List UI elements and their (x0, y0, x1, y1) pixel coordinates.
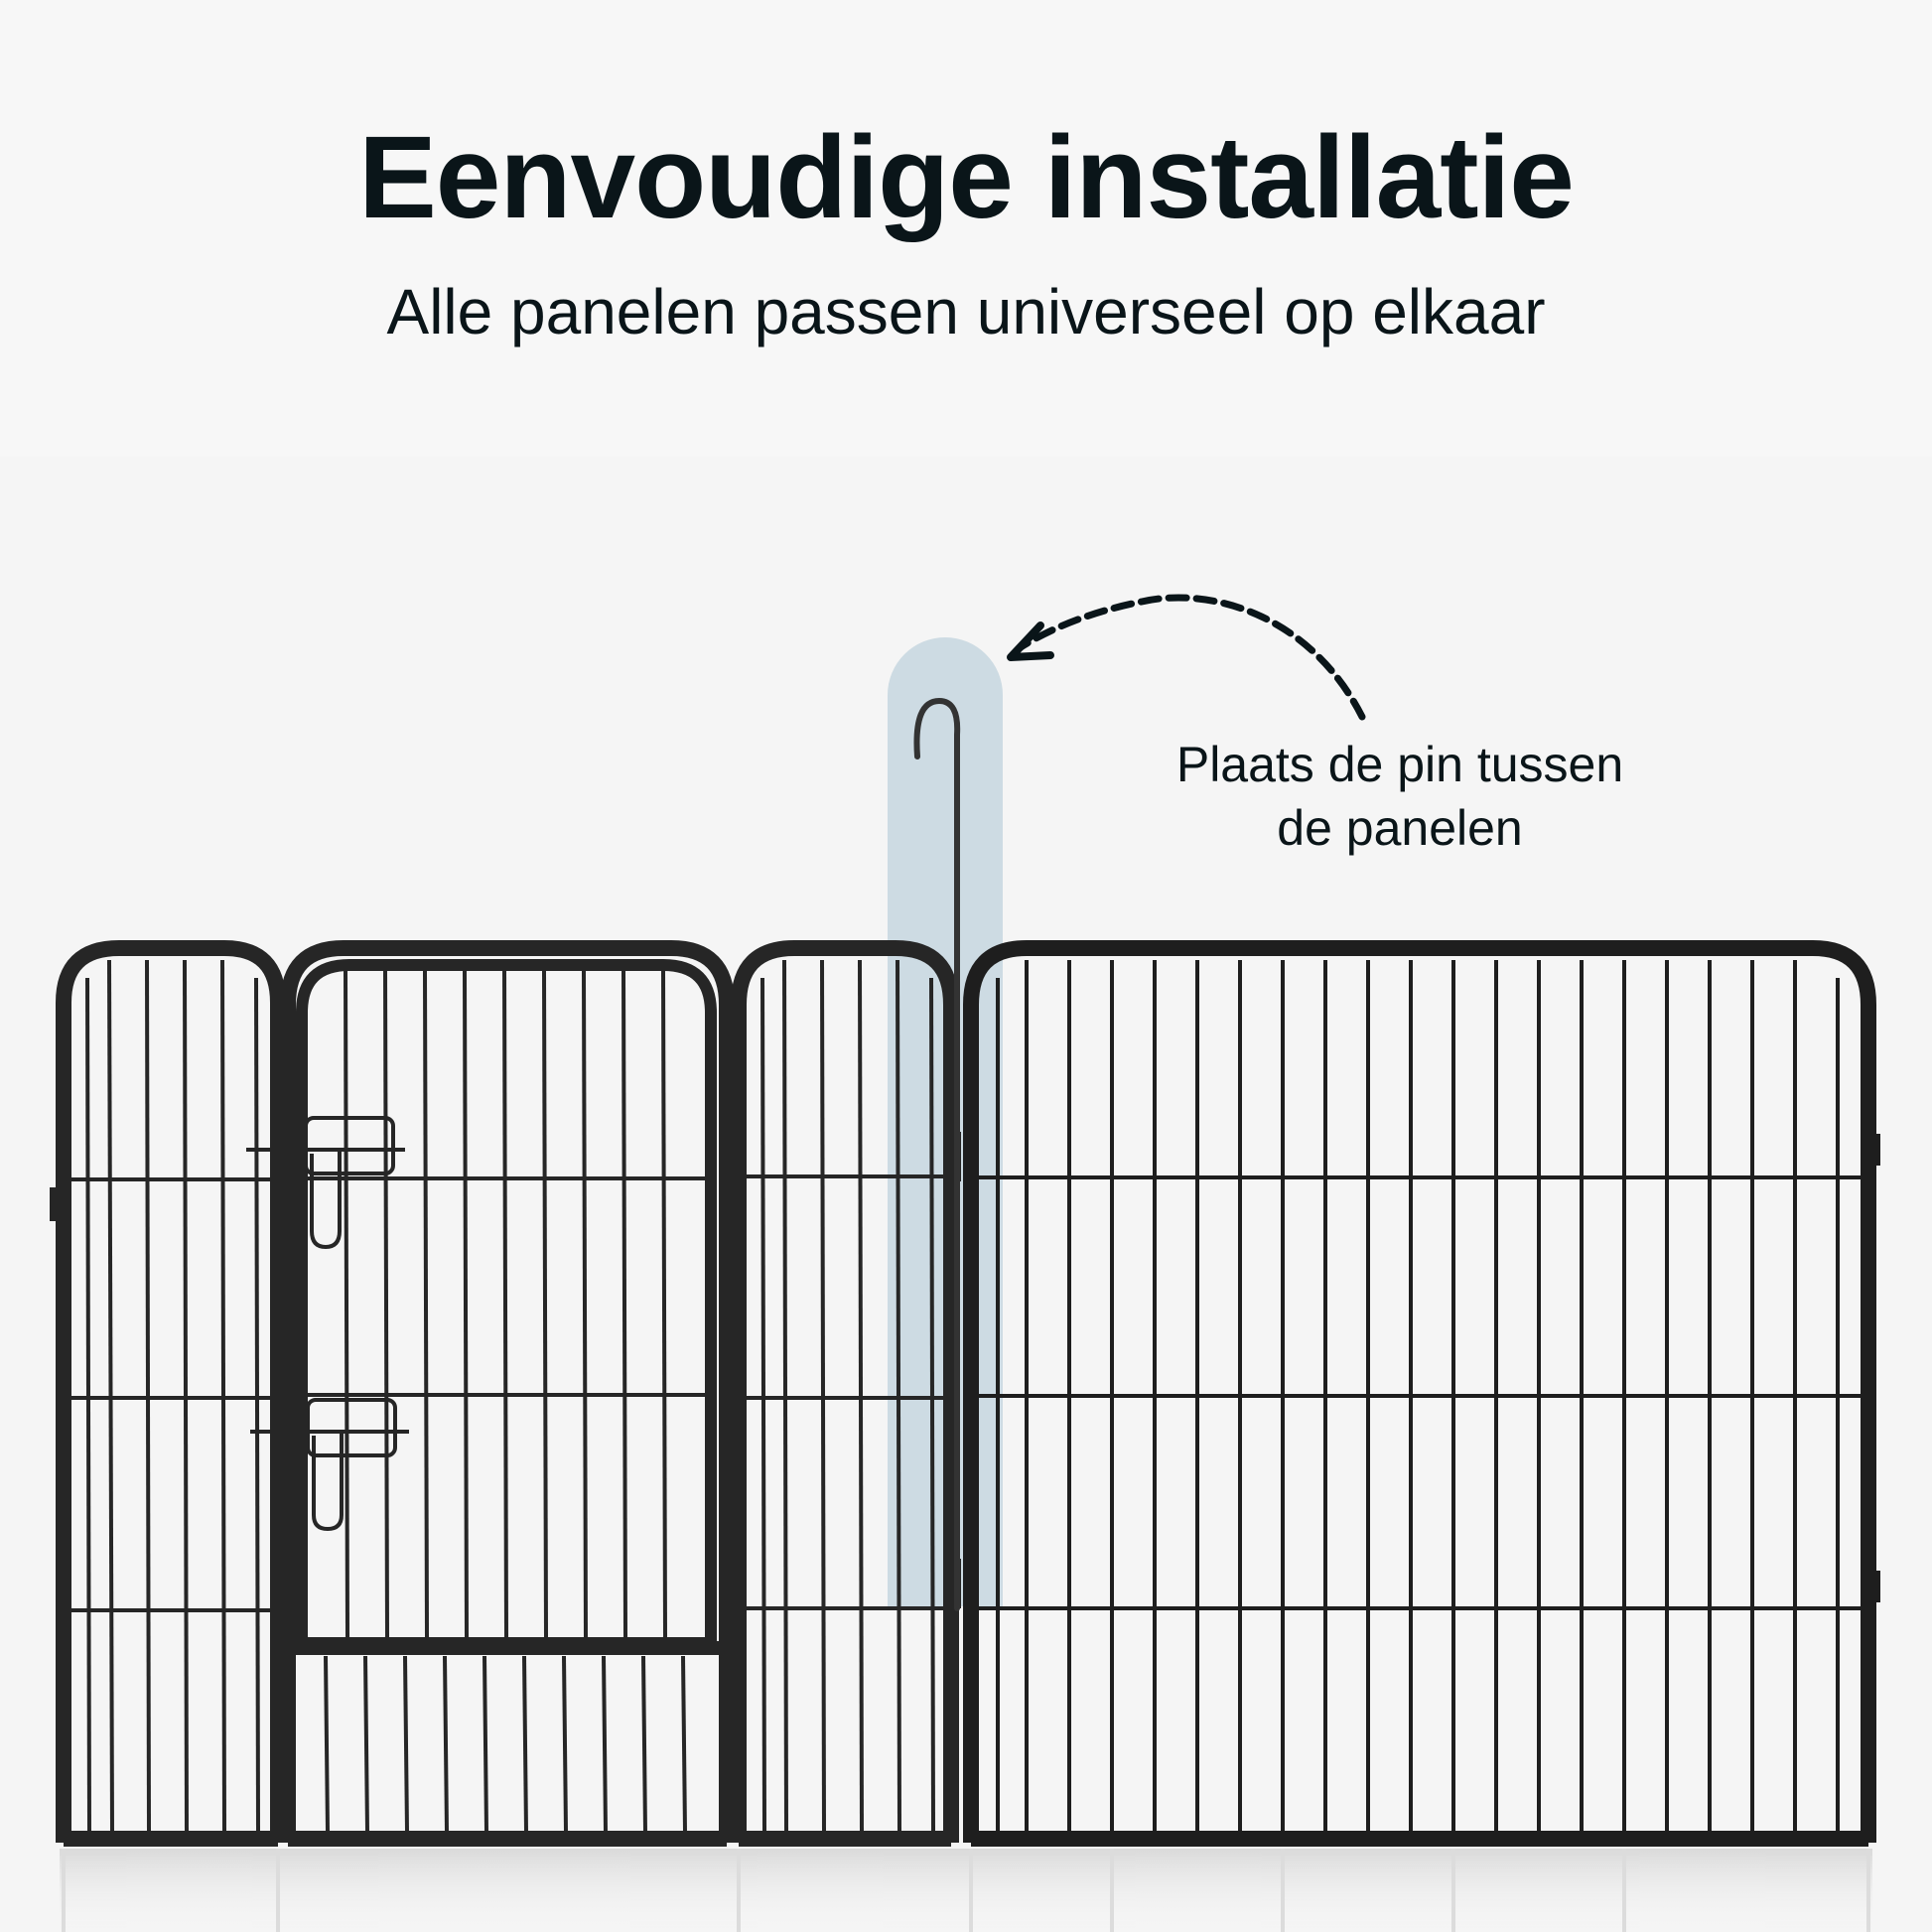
pin-callout: Plaats de pin tussen de panelen (1102, 733, 1698, 860)
door-panel (246, 940, 739, 1847)
floor-reflection (60, 1849, 1872, 1932)
header: Eenvoudige installatie Alle panelen pass… (0, 0, 1932, 457)
door-latch-top (246, 1116, 405, 1250)
callout-line-2: de panelen (1277, 800, 1523, 856)
page-title: Eenvoudige installatie (358, 112, 1575, 243)
page-subtitle: Alle panelen passen universeel op elkaar (386, 276, 1546, 347)
dashed-curved-arrow-icon (1007, 594, 1366, 721)
door-latch-bottom (250, 1398, 409, 1532)
wide-panel (963, 940, 1880, 1847)
narrow-left-panel (50, 940, 286, 1847)
callout-line-1: Plaats de pin tussen (1175, 737, 1624, 792)
wide-panel-bars (979, 960, 1861, 1832)
narrow-right-panel (731, 940, 961, 1847)
connecting-pin (913, 697, 961, 1611)
